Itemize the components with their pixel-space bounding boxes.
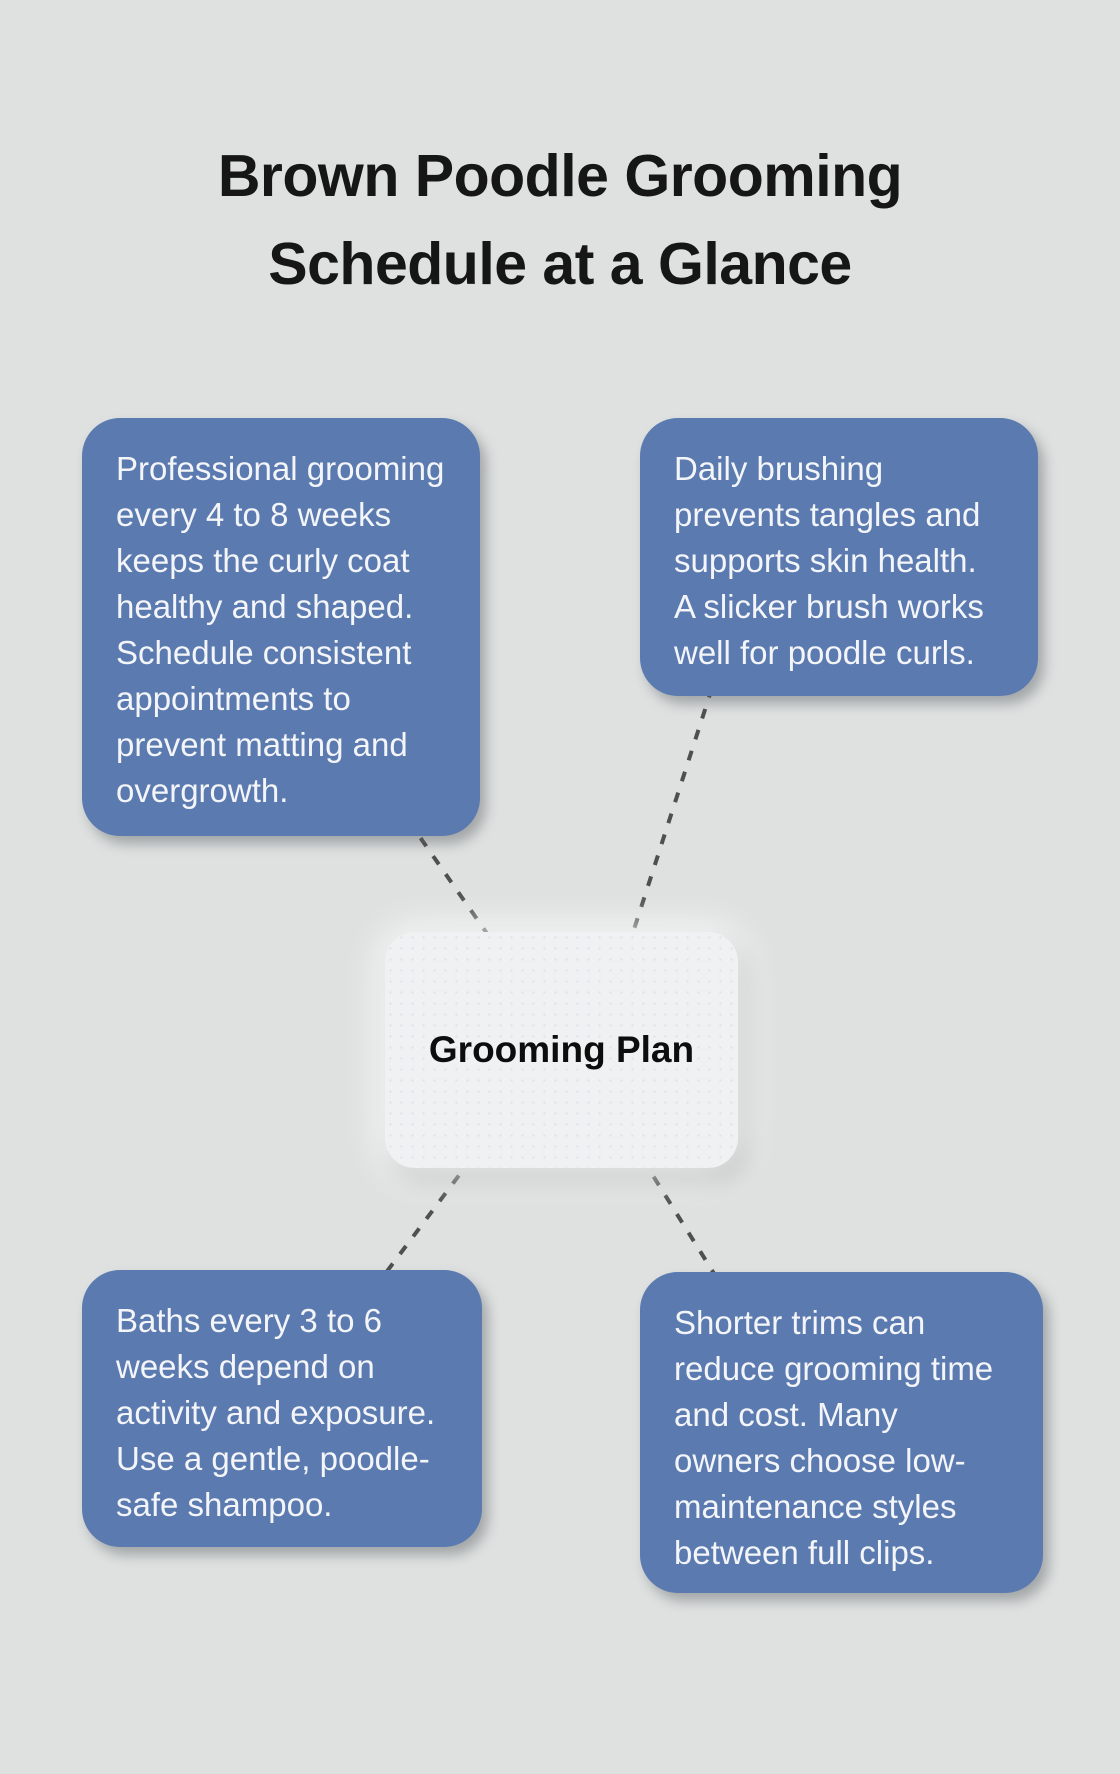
info-card-bottom-right: Shorter trims can reduce grooming time a…	[640, 1272, 1043, 1593]
info-card-text: Shorter trims can reduce grooming time a…	[674, 1304, 994, 1571]
info-card-top-left: Professional grooming every 4 to 8 weeks…	[82, 418, 480, 836]
connector-bottom-left	[380, 1156, 474, 1280]
connector-top-right	[626, 687, 714, 949]
info-card-bottom-left: Baths every 3 to 6 weeks depend on activ…	[82, 1270, 482, 1547]
connector-bottom-right	[640, 1156, 720, 1282]
info-card-top-right: Daily brushing prevents tangles and supp…	[640, 418, 1038, 696]
info-card-text: Daily brushing prevents tangles and supp…	[674, 450, 984, 671]
connector-top-left	[406, 818, 497, 947]
central-node: Grooming Plan	[385, 932, 738, 1168]
info-card-text: Baths every 3 to 6 weeks depend on activ…	[116, 1302, 436, 1523]
info-card-text: Professional grooming every 4 to 8 weeks…	[116, 450, 445, 809]
central-node-label: Grooming Plan	[428, 1029, 695, 1070]
page-title: Brown Poodle Grooming Schedule at a Glan…	[217, 142, 903, 297]
